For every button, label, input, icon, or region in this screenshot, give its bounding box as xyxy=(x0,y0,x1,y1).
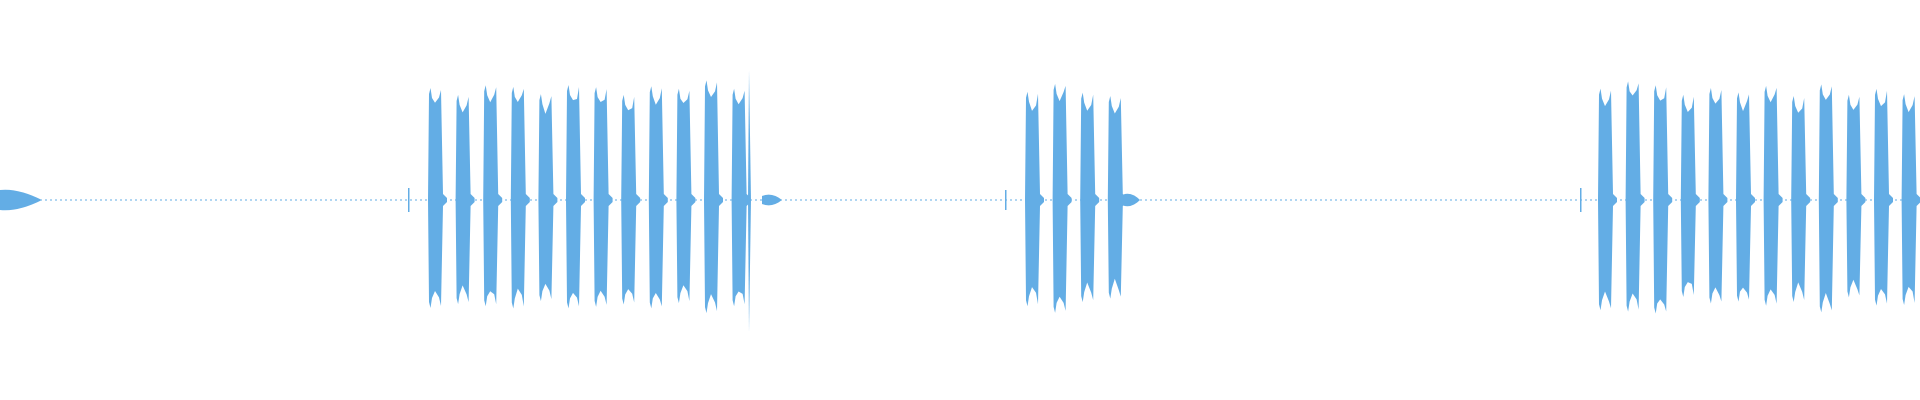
waveform-bursts xyxy=(0,70,1920,332)
waveform-onset-tick xyxy=(408,188,410,212)
waveform-pulse xyxy=(1736,92,1755,302)
waveform-pulse xyxy=(704,80,723,314)
waveform-pulse xyxy=(455,94,475,305)
waveform-pulse xyxy=(1846,94,1866,298)
waveform-pulse xyxy=(1080,92,1100,303)
waveform-pulse xyxy=(566,85,585,309)
waveform-pulse xyxy=(1763,85,1783,306)
waveform-onset-tick xyxy=(1005,190,1007,210)
waveform-pulse xyxy=(1791,96,1811,302)
waveform-pulse xyxy=(1901,94,1920,305)
waveform-pulse xyxy=(538,94,558,302)
waveform-onset-tick xyxy=(1580,188,1582,212)
waveform-pulse xyxy=(1818,84,1838,313)
waveform-pulse xyxy=(676,88,696,304)
waveform-pulse xyxy=(1052,83,1072,313)
waveform-pulse xyxy=(428,88,447,309)
waveform-lead-in xyxy=(0,189,42,211)
waveform-pulse xyxy=(510,86,530,309)
waveform-pulse xyxy=(1653,85,1673,314)
waveform-peak-spike xyxy=(748,70,751,332)
waveform-pulse xyxy=(1107,96,1127,299)
waveform-pulse xyxy=(1625,81,1645,312)
waveform-pulse xyxy=(483,85,503,307)
waveform-pulse xyxy=(648,86,668,309)
waveform-pulse xyxy=(1708,87,1728,304)
waveform-pulse xyxy=(1598,88,1617,311)
waveform-pulse xyxy=(1874,88,1893,306)
waveform-tail xyxy=(1120,193,1140,207)
waveform-pulse xyxy=(731,88,751,307)
waveform-pulse xyxy=(593,87,613,307)
waveform-tail xyxy=(762,194,782,206)
waveform-pulse xyxy=(1680,94,1700,297)
waveform-pulse xyxy=(1025,91,1044,307)
waveform-pulse xyxy=(621,94,641,305)
